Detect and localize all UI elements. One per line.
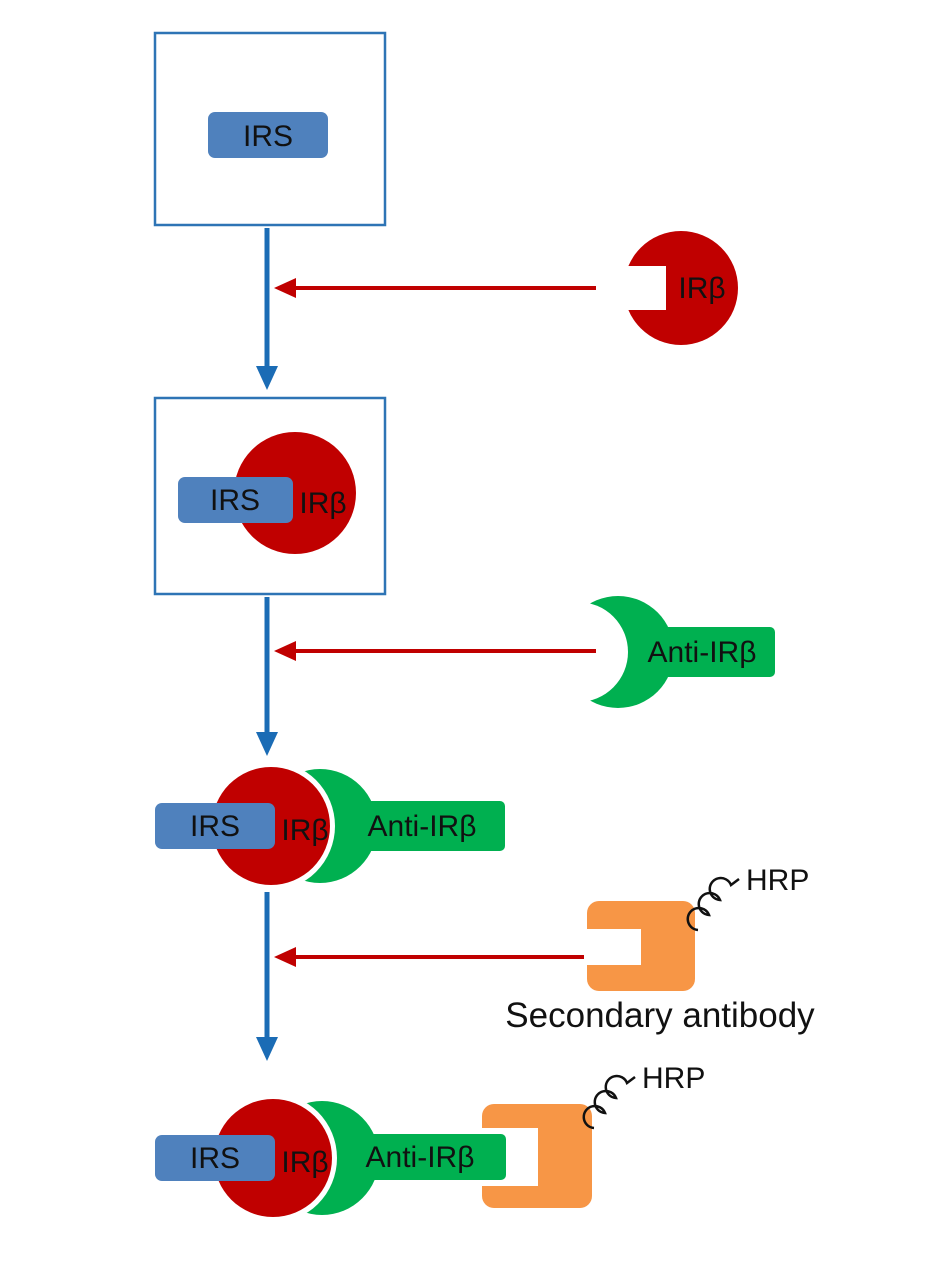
secondary-antibody-label: Secondary antibody [505, 996, 815, 1035]
anti-irb-bar [338, 1134, 506, 1180]
irs-block [208, 112, 328, 158]
hrp-label: HRP [642, 1062, 705, 1095]
irb-protein-shape [234, 432, 356, 554]
irs-block [155, 803, 275, 849]
well-outline [153, 31, 387, 227]
hrp-label: HRP [746, 864, 809, 897]
step-2-irs-irb-well: IRS IRβ [153, 396, 387, 596]
secondary-antibody-notch [573, 929, 641, 965]
reagent-anti-irb: Anti-IRβ [274, 596, 775, 708]
anti-irb-bar [338, 801, 505, 851]
anti-irb-label: Anti-IRβ [366, 1141, 475, 1174]
irb-label: IRβ [281, 814, 328, 847]
irs-label: IRS [190, 810, 240, 843]
step-3-complex: IRS IRβ Anti-IRβ [155, 761, 505, 891]
irs-block [155, 1135, 275, 1181]
irs-label: IRS [210, 484, 260, 517]
irs-label: IRS [190, 1142, 240, 1175]
irb-protein-shape [624, 231, 738, 345]
irb-binding-notch [616, 266, 666, 310]
anti-irb-bar [630, 627, 775, 677]
anti-irb-label: Anti-IRβ [368, 810, 477, 843]
irs-label: IRS [243, 120, 293, 153]
irb-label: IRβ [299, 487, 346, 520]
irb-label: IRβ [678, 272, 725, 305]
hrp-coil [686, 876, 740, 932]
irs-block [178, 477, 293, 523]
well-outline [153, 396, 387, 596]
reagent-secondary-antibody: HRP Secondary antibody [274, 864, 815, 1035]
reagent-irb: IRβ [274, 231, 738, 345]
anti-irb-label: Anti-IRβ [648, 636, 757, 669]
hrp-coil [582, 1074, 636, 1130]
step-1-irs-well: IRS [153, 31, 387, 227]
step-4-detection-complex: IRS IRβ Anti-IRβ HRP [155, 1062, 705, 1223]
irb-label: IRβ [281, 1146, 328, 1179]
